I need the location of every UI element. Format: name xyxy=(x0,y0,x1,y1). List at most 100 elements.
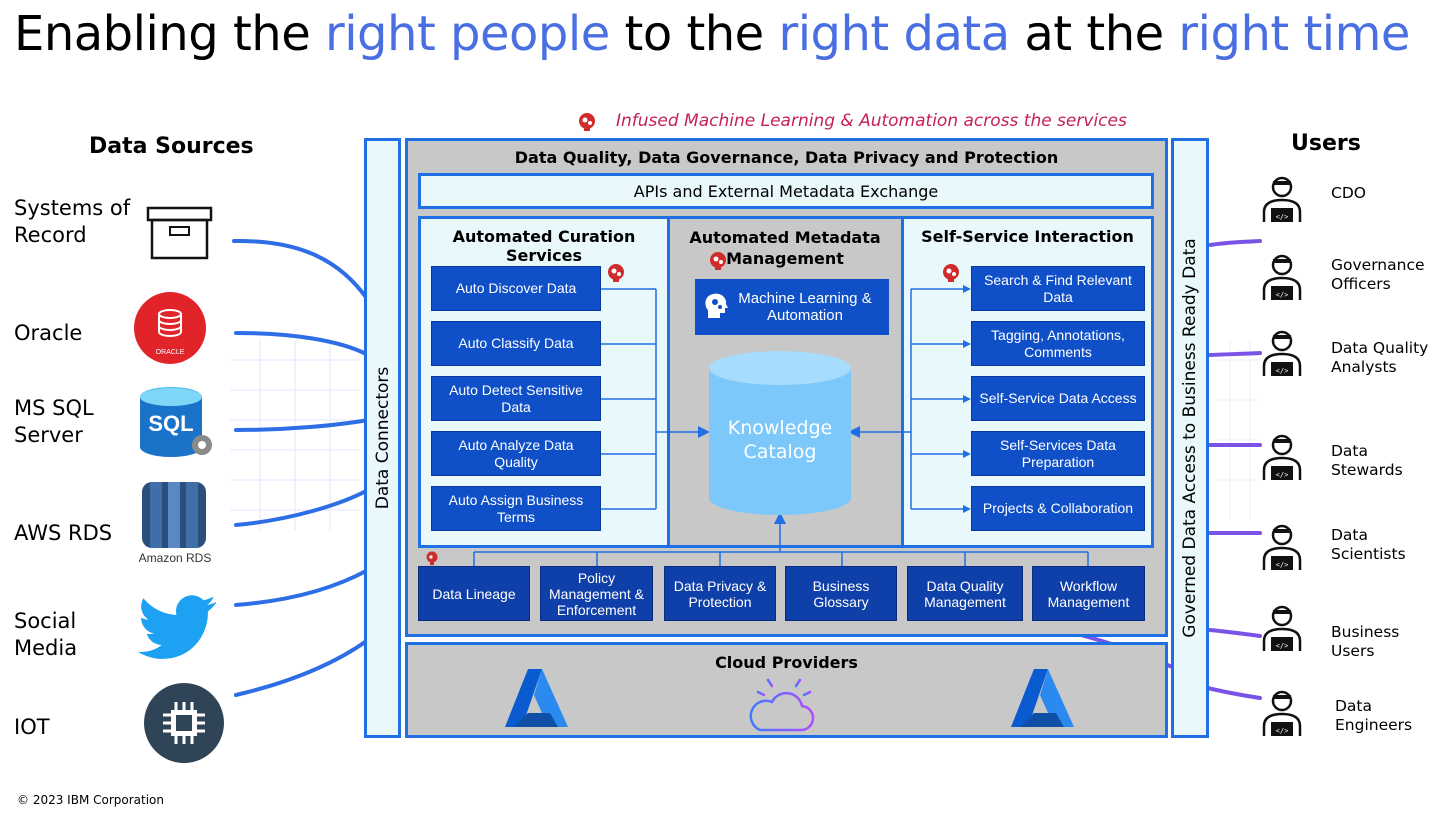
metadata-title: Automated Metadata Management xyxy=(689,228,881,268)
user-line1: Data xyxy=(1331,526,1369,544)
user-line2: Users xyxy=(1331,642,1375,660)
oracle-icon-text: ORACLE xyxy=(156,349,185,356)
user-developer-icon: </> xyxy=(1262,524,1302,570)
ibm-cloud-icon xyxy=(749,672,815,732)
azure-icon xyxy=(505,669,568,727)
user-developer-icon: </> xyxy=(1262,330,1302,376)
data-quality-management-button[interactable]: Data Quality Management xyxy=(907,566,1023,621)
user-developer-icon: </> xyxy=(1262,254,1302,300)
source-line1: IOT xyxy=(14,715,50,739)
ml-brain-icon xyxy=(579,113,595,131)
curation-title: Automated Curation Services xyxy=(452,227,636,265)
data-connectors-bar: Data Connectors xyxy=(364,138,401,738)
user-label-cdo: CDO xyxy=(1331,184,1366,203)
chip-icon xyxy=(144,683,224,763)
auto-analyze-quality-button[interactable]: Auto Analyze Data Quality xyxy=(431,431,601,476)
user-line1: Business xyxy=(1331,623,1400,641)
source-label-oracle: Oracle xyxy=(14,320,82,347)
sql-server-icon: SQL xyxy=(140,387,212,457)
source-label-iot: IOT xyxy=(14,714,50,741)
sql-icon-text: SQL xyxy=(148,411,193,436)
user-line2: Scientists xyxy=(1331,545,1406,563)
user-line1: Data xyxy=(1331,442,1369,460)
curation-ml-icon xyxy=(608,264,624,282)
ml-banner-text: Infused Machine Learning & Automation ac… xyxy=(616,111,1127,131)
self-service-access-button[interactable]: Self-Service Data Access xyxy=(971,376,1145,421)
governed-access-bar: Governed Data Access to Business Ready D… xyxy=(1171,138,1209,738)
users-heading: Users xyxy=(1291,131,1361,156)
oracle-icon: ORACLE xyxy=(134,292,206,364)
auto-detect-sensitive-button[interactable]: Auto Detect Sensitive Data xyxy=(431,376,601,421)
bottom-ml-icon xyxy=(426,551,438,565)
svg-text:</>: </> xyxy=(1276,642,1289,650)
svg-text:</>: </> xyxy=(1276,213,1289,221)
source-line1: Oracle xyxy=(14,321,83,345)
svg-text:</>: </> xyxy=(1276,367,1289,375)
business-glossary-button[interactable]: Business Glossary xyxy=(785,566,897,621)
svg-text:</>: </> xyxy=(1276,471,1289,479)
apis-bar xyxy=(418,173,1154,209)
platform-title: Data Quality, Data Governance, Data Priv… xyxy=(514,148,1059,167)
svg-text:</>: </> xyxy=(1276,561,1289,569)
cloud-providers-title: Cloud Providers xyxy=(715,653,858,672)
archive-box-icon xyxy=(146,206,213,260)
knowledge-catalog-cylinder xyxy=(709,351,851,515)
source-label-aws-rds: AWS RDS xyxy=(14,520,112,547)
self-service-title: Self-Service Interaction xyxy=(921,227,1134,246)
page-title: Enabling the right people to the right d… xyxy=(14,6,1410,62)
footer-copyright: © 2023 IBM Corporation xyxy=(17,793,164,807)
user-line1: CDO xyxy=(1331,184,1366,202)
auto-assign-terms-button[interactable]: Auto Assign Business Terms xyxy=(431,486,601,531)
user-line2: Officers xyxy=(1331,275,1391,293)
svg-text:</>: </> xyxy=(1276,291,1289,299)
title-text-3: at the xyxy=(1009,6,1179,62)
source-line1: Systems of xyxy=(14,196,131,220)
source-line2: Record xyxy=(14,223,87,247)
twitter-icon xyxy=(137,595,216,659)
source-line1: Social xyxy=(14,609,77,633)
auto-discover-data-button[interactable]: Auto Discover Data xyxy=(431,266,601,311)
search-find-data-button[interactable]: Search & Find Relevant Data xyxy=(971,266,1145,311)
user-developer-icon: </> xyxy=(1262,605,1302,651)
title-text-1: Enabling the xyxy=(14,6,325,62)
source-line2: Server xyxy=(14,423,83,447)
head-gears-icon xyxy=(705,293,728,318)
metadata-ml-icon xyxy=(710,252,726,270)
self-service-ml-icon xyxy=(943,264,959,282)
self-service-prep-button[interactable]: Self-Services Data Preparation xyxy=(971,431,1145,476)
knowledge-catalog-label: Knowledge Catalog xyxy=(727,417,833,463)
user-developer-icon: </> xyxy=(1262,176,1302,222)
source-line2: Media xyxy=(14,636,78,660)
amazon-rds-icon: Amazon RDS xyxy=(139,482,211,565)
user-developer-icon: </> xyxy=(1262,434,1302,480)
title-highlight-time: right time xyxy=(1178,6,1410,62)
title-highlight-data: right data xyxy=(778,6,1010,62)
user-developer-icon: </> xyxy=(1262,690,1302,736)
azure-icon xyxy=(1011,669,1074,727)
data-lineage-button[interactable]: Data Lineage xyxy=(418,566,530,621)
tagging-annotations-button[interactable]: Tagging, Annotations, Comments xyxy=(971,321,1145,366)
user-line2: Stewards xyxy=(1331,461,1403,479)
source-line1: MS SQL xyxy=(14,396,94,420)
auto-classify-data-button[interactable]: Auto Classify Data xyxy=(431,321,601,366)
policy-management-button[interactable]: Policy Management & Enforcement xyxy=(540,566,653,621)
user-line1: Governance xyxy=(1331,256,1425,274)
source-label-systems-of-record: Systems of Record xyxy=(14,195,130,249)
workflow-management-button[interactable]: Workflow Management xyxy=(1032,566,1145,621)
source-line1: AWS RDS xyxy=(14,521,113,545)
user-line2: Engineers xyxy=(1335,716,1413,734)
source-label-ms-sql: MS SQL Server xyxy=(14,395,94,449)
ml-automation-button[interactable]: Machine Learning & Automation xyxy=(695,279,889,335)
ml-automation-label: Machine Learning & Automation xyxy=(738,290,872,324)
user-line1: Data Quality xyxy=(1331,339,1429,357)
projects-collaboration-button[interactable]: Projects & Collaboration xyxy=(971,486,1145,531)
data-privacy-button[interactable]: Data Privacy & Protection xyxy=(664,566,776,621)
data-sources-heading: Data Sources xyxy=(89,134,254,159)
